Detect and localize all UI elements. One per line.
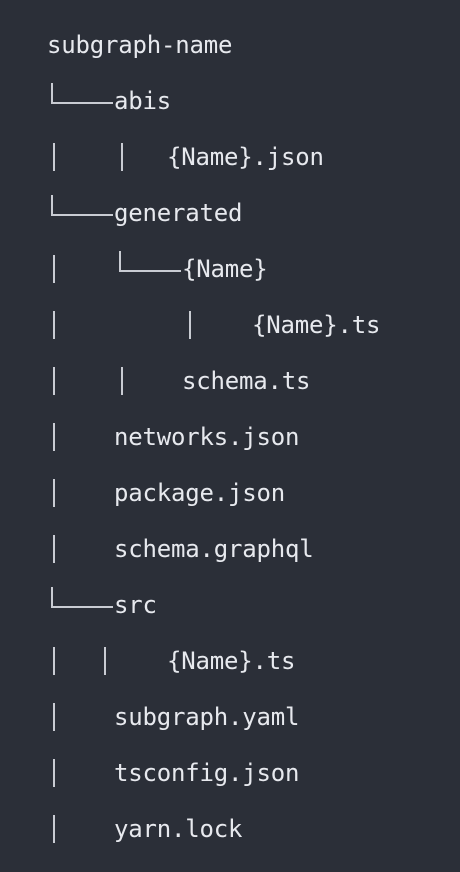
tree-vertical-line: [104, 647, 106, 675]
tree-row-src: src: [0, 577, 460, 633]
tree-row-generated-name-file: {Name}.ts: [0, 297, 460, 353]
tree-row-subgraph-yaml: subgraph.yaml: [0, 689, 460, 745]
tree-vertical-line: [53, 311, 55, 339]
tsconfig-file-label: tsconfig.json: [114, 759, 300, 787]
tree-vertical-line: [53, 255, 55, 283]
root-folder-label: subgraph-name: [47, 31, 233, 59]
src-folder-label: src: [114, 591, 157, 619]
tree-row-yarn-lock: yarn.lock: [0, 801, 460, 857]
schema-graphql-file-label: schema.graphql: [114, 535, 314, 563]
tree-vertical-line: [53, 815, 55, 843]
tree-row-networks: networks.json: [0, 409, 460, 465]
abis-file-label: {Name}.json: [167, 143, 324, 171]
tree-row-package: package.json: [0, 465, 460, 521]
schema-ts-file-label: schema.ts: [182, 367, 311, 395]
networks-file-label: networks.json: [114, 423, 300, 451]
subgraph-yaml-file-label: subgraph.yaml: [114, 703, 300, 731]
tree-row-generated: generated: [0, 185, 460, 241]
tree-row-abis: abis: [0, 73, 460, 129]
generated-name-folder-label: {Name}: [182, 255, 268, 283]
yarn-lock-file-label: yarn.lock: [114, 815, 243, 843]
tree-branch-corner: [51, 83, 113, 104]
generated-name-file-label: {Name}.ts: [252, 311, 381, 339]
tree-vertical-line: [121, 367, 123, 395]
tree-vertical-line: [53, 703, 55, 731]
tree-vertical-line: [53, 535, 55, 563]
tree-row-abis-file: {Name}.json: [0, 129, 460, 185]
tree-vertical-line: [53, 647, 55, 675]
tree-vertical-line: [53, 479, 55, 507]
tree-vertical-line: [53, 143, 55, 171]
tree-vertical-line: [53, 759, 55, 787]
src-file-label: {Name}.ts: [167, 647, 296, 675]
generated-folder-label: generated: [114, 199, 243, 227]
tree-row-generated-name-dir: {Name}: [0, 241, 460, 297]
tree-vertical-line: [53, 423, 55, 451]
tree-vertical-line: [189, 311, 191, 339]
tree-row-root: subgraph-name: [0, 17, 460, 73]
tree-vertical-line: [121, 143, 123, 171]
abis-folder-label: abis: [114, 87, 171, 115]
tree-vertical-line: [53, 367, 55, 395]
tree-branch-corner: [119, 251, 181, 272]
package-file-label: package.json: [114, 479, 285, 507]
tree-row-schema-graphql: schema.graphql: [0, 521, 460, 577]
tree-row-schema-ts: schema.ts: [0, 353, 460, 409]
tree-row-src-file: {Name}.ts: [0, 633, 460, 689]
tree-row-tsconfig: tsconfig.json: [0, 745, 460, 801]
tree-branch-corner: [51, 587, 113, 608]
tree-branch-corner: [51, 195, 113, 216]
